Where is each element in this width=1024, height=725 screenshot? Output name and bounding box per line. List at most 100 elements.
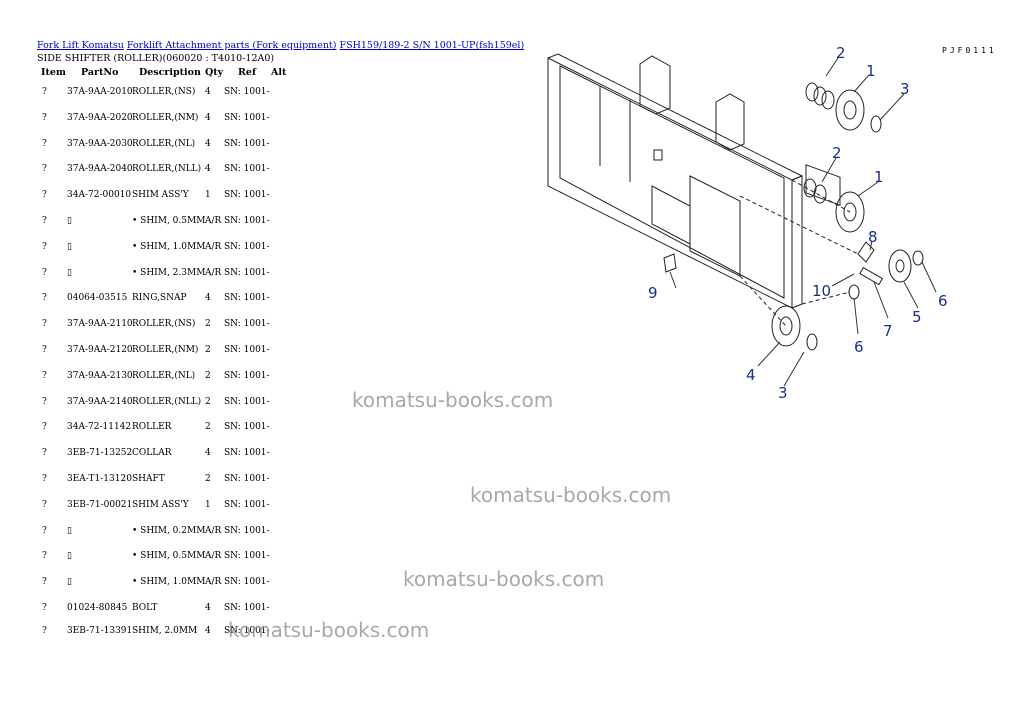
callout-5: 5: [912, 308, 922, 326]
cell-item: ?: [42, 525, 47, 536]
frame-bracket: [651, 185, 691, 245]
frame-side-edge: [791, 175, 803, 309]
cell-ref: SN: 1001-: [224, 87, 270, 97]
shim-disc-middle-2: [813, 184, 827, 204]
cell-partno: 34A-72-11142: [67, 422, 132, 433]
cell-ref: SN: 1001-: [224, 190, 270, 201]
cell-qty: 2: [205, 345, 211, 355]
cell-ref: SN: 1001-: [224, 138, 270, 149]
column-header-description: Description: [139, 67, 201, 78]
watermark: komatsu-books.com: [228, 618, 430, 642]
cell-item: ?: [42, 474, 47, 484]
cell-partno: 3EB-71-00021: [67, 499, 133, 510]
roller-middle: [835, 191, 865, 233]
roller-bottom: [771, 305, 801, 347]
column-header-item: Item: [41, 67, 66, 78]
cell-partno: 04064-03515: [67, 293, 128, 304]
cell-ref: SN: 1001-: [224, 422, 270, 433]
cell-description: • SHIM, 1.0MM: [132, 577, 206, 588]
cell-description: ROLLER,(NL): [132, 138, 196, 149]
collar-left: [848, 284, 860, 300]
cell-ref: SN: 1001-: [224, 551, 270, 562]
callout-1-upper: 1: [866, 62, 876, 80]
callout-2-upper: 2: [836, 44, 846, 62]
frame-slot: [653, 149, 663, 161]
callout-3-bottom: 3: [778, 384, 788, 402]
cell-partno: 37A-9AA-2020: [67, 112, 133, 123]
cell-ref: SN: 1001-: [224, 525, 270, 536]
breadcrumb: Fork Lift Komatsu Forklift Attachment pa…: [37, 40, 524, 51]
cell-partno: ▯: [67, 241, 72, 252]
cell-partno: 3EB-71-13252: [67, 448, 133, 459]
cell-ref: SN: 1001-: [224, 216, 270, 226]
cell-description: • SHIM, 0.5MM: [132, 216, 206, 226]
cell-item: ?: [42, 448, 47, 459]
column-header-ref: Ref: [238, 67, 257, 78]
snap-ring-upper: [870, 115, 882, 133]
frame-rib: [599, 86, 631, 182]
roller-side: [888, 249, 912, 283]
callout-9: 9: [648, 284, 658, 302]
cell-qty: 4: [205, 164, 211, 175]
cell-description: SHIM ASS'Y: [132, 499, 189, 510]
cell-description: SHAFT: [132, 474, 165, 484]
cell-qty: A/R: [205, 241, 222, 252]
cell-description: • SHIM, 0.2MM: [132, 525, 206, 536]
cell-item: ?: [42, 345, 47, 355]
frame-top-edge: [547, 53, 804, 181]
roller-side-hub: [895, 259, 905, 273]
cell-partno: 37A-9AA-2130: [67, 370, 133, 381]
cell-description: SHIM ASS'Y: [132, 190, 189, 201]
cell-partno: 37A-9AA-2010: [67, 87, 133, 97]
cell-item: ?: [42, 551, 47, 562]
callout-1-middle: 1: [874, 168, 884, 186]
cell-partno: 37A-9AA-2120: [67, 345, 133, 355]
cell-partno: 01024-80845: [67, 603, 128, 613]
callout-7: 7: [883, 322, 893, 340]
breadcrumb-link-attachment[interactable]: Forklift Attachment parts (Fork equipmen…: [126, 40, 337, 51]
cell-item: ?: [42, 241, 47, 252]
cell-partno: ▯: [67, 551, 72, 562]
cell-description: BOLT: [132, 603, 158, 613]
cell-ref: SN: 1001-: [224, 577, 270, 588]
cell-item: ?: [42, 603, 47, 613]
callout-10: 10: [812, 282, 831, 300]
shim-pack-upper: [805, 164, 841, 206]
page-code: PJF0111: [942, 46, 997, 55]
watermark: komatsu-books.com: [470, 483, 672, 507]
cell-qty: 2: [205, 396, 211, 407]
breadcrumb-link-fork-lift[interactable]: Fork Lift Komatsu: [37, 40, 124, 51]
bolt: [663, 253, 677, 273]
cell-description: ROLLER,(NM): [132, 345, 199, 355]
breadcrumb-link-model[interactable]: FSH159/189-2 S/N 1001-UP(fsh159el): [339, 40, 525, 51]
cell-description: ROLLER,(NS): [132, 87, 196, 97]
cell-partno: ▯: [67, 577, 72, 588]
cell-qty: A/R: [205, 525, 222, 536]
cell-description: ROLLER,(NLL): [132, 396, 202, 407]
cell-qty: 4: [205, 448, 211, 459]
cell-ref: SN: 1001-: [224, 448, 270, 459]
roller-upper: [835, 89, 865, 131]
cell-qty: 2: [205, 370, 211, 381]
cell-partno: ▯: [67, 525, 72, 536]
cell-ref: SN: 1001-: [224, 396, 270, 407]
cell-item: ?: [42, 190, 47, 201]
cell-qty: 2: [205, 422, 211, 433]
column-header-qty: Qty: [205, 67, 224, 78]
cell-qty: A/R: [205, 267, 222, 278]
cell-qty: 4: [205, 293, 211, 304]
callout-4: 4: [746, 366, 756, 384]
cell-partno: 37A-9AA-2040: [67, 164, 133, 175]
cell-partno: ▯: [67, 267, 72, 278]
collar-right: [912, 250, 924, 266]
cell-item: ?: [42, 112, 47, 123]
cell-qty: 1: [205, 190, 211, 201]
cell-description: • SHIM, 1.0MM: [132, 241, 206, 252]
cell-item: ?: [42, 87, 47, 97]
snap-ring-bottom: [806, 333, 818, 351]
callout-3-upper: 3: [900, 80, 910, 98]
page-subtitle: SIDE SHIFTER (ROLLER)(060020 : T4010-12A…: [37, 53, 275, 64]
callout-2-middle: 2: [832, 144, 842, 162]
cell-partno: 34A-72-00010: [67, 190, 132, 201]
cell-item: ?: [42, 396, 47, 407]
